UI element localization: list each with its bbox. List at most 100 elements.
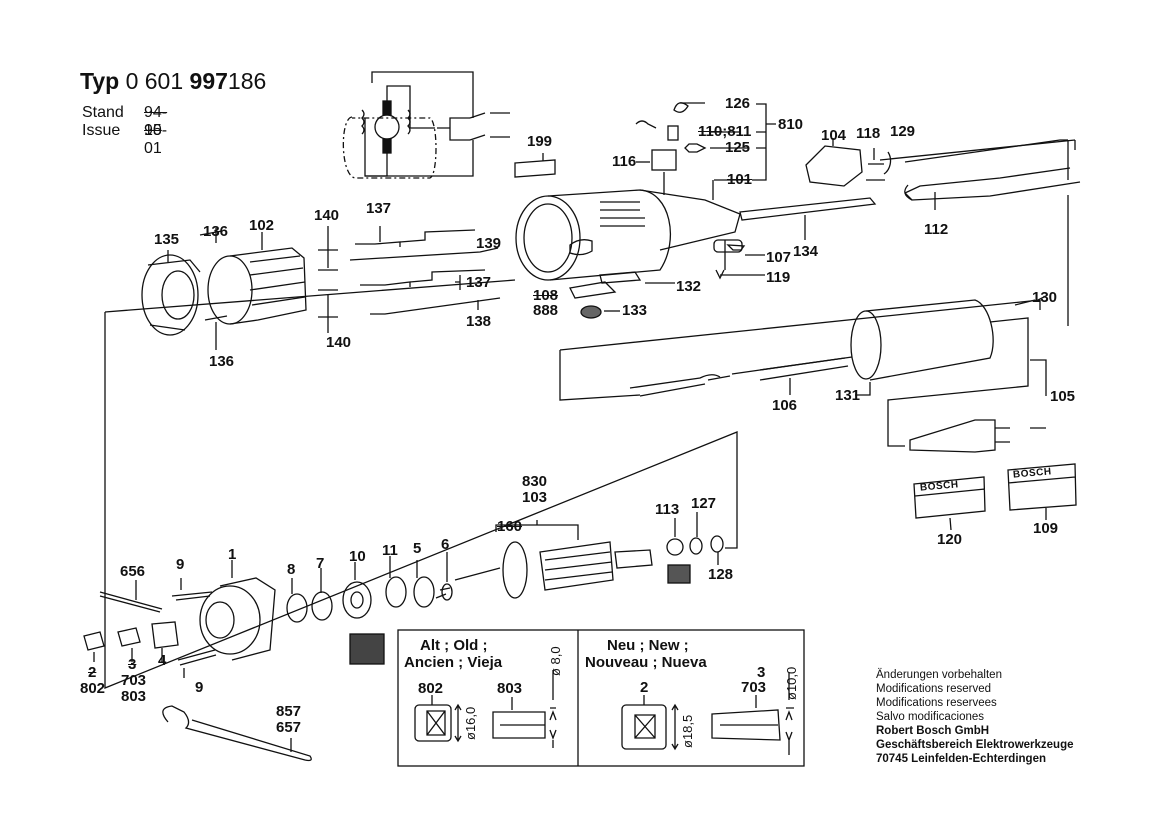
part-label-139[interactable]: 139 bbox=[476, 235, 502, 252]
part-label-857[interactable]: 857 bbox=[276, 703, 302, 720]
part-label-656[interactable]: 656 bbox=[120, 563, 146, 580]
part-label-803[interactable]: 803 bbox=[121, 688, 147, 705]
switch-rod-134 bbox=[739, 197, 877, 221]
issue-value: 95-01 bbox=[144, 122, 168, 157]
part-label-102[interactable]: 102 bbox=[249, 217, 275, 234]
bearing-10 bbox=[342, 581, 372, 619]
stand-label: Stand bbox=[82, 104, 124, 121]
nut-2 bbox=[83, 631, 105, 651]
part-label-101[interactable]: 101 bbox=[727, 171, 753, 188]
new-nut-diameter: ø18,5 bbox=[680, 714, 695, 748]
new-collet-part-1[interactable]: 3 bbox=[757, 664, 766, 681]
part-label-137-mid[interactable]: 137 bbox=[466, 274, 492, 291]
part-label-136-top[interactable]: 136 bbox=[203, 223, 229, 240]
part-label-160[interactable]: 160 bbox=[497, 518, 523, 535]
part-label-810[interactable]: 810 bbox=[778, 116, 804, 133]
part-133 bbox=[580, 305, 602, 319]
part-label-107[interactable]: 107 bbox=[766, 249, 792, 266]
label-plate-120 bbox=[913, 476, 986, 519]
part-label-126[interactable]: 126 bbox=[725, 95, 751, 112]
part-label-830[interactable]: 830 bbox=[522, 473, 548, 490]
part-label-120[interactable]: 120 bbox=[937, 531, 963, 548]
note-fr: Modifications reservees bbox=[876, 697, 997, 709]
new-collet-part-2[interactable]: 703 bbox=[741, 679, 767, 696]
collet-3 bbox=[117, 627, 141, 647]
company-name: Robert Bosch GmbH bbox=[876, 725, 990, 737]
part-label-131[interactable]: 131 bbox=[835, 387, 861, 404]
part-label-811: ;811 bbox=[722, 123, 752, 140]
part-label-888[interactable]: 888 bbox=[533, 302, 559, 319]
new-nut-part[interactable]: 2 bbox=[640, 679, 649, 696]
part-label-9-top[interactable]: 9 bbox=[176, 556, 185, 573]
company-address: 70745 Leinfelden-Echterdingen bbox=[876, 753, 1046, 765]
new-title-line1: Neu ; New ; bbox=[607, 637, 689, 654]
part-label-140-bottom[interactable]: 140 bbox=[326, 334, 352, 351]
part-label-2[interactable]: 2 bbox=[88, 664, 97, 681]
part-label-133[interactable]: 133 bbox=[622, 302, 648, 319]
part-label-5[interactable]: 5 bbox=[413, 540, 422, 557]
part-label-118[interactable]: 118 bbox=[856, 125, 881, 142]
part-label-140-top[interactable]: 140 bbox=[314, 207, 340, 224]
flange-1 bbox=[199, 577, 276, 661]
housing-cover-131 bbox=[850, 299, 994, 381]
part-label-10[interactable]: 10 bbox=[349, 548, 366, 565]
part-label-106[interactable]: 106 bbox=[772, 397, 798, 414]
part-label-802[interactable]: 802 bbox=[80, 680, 106, 697]
note-es: Salvo modificaciones bbox=[876, 711, 985, 723]
part-label-138[interactable]: 138 bbox=[466, 313, 492, 330]
part-label-127[interactable]: 127 bbox=[691, 495, 717, 512]
typ-label: Typ bbox=[80, 68, 120, 94]
typ-bold: 997 bbox=[189, 68, 228, 94]
old-collet-part[interactable]: 803 bbox=[497, 680, 523, 697]
part-label-109[interactable]: 109 bbox=[1033, 520, 1059, 537]
part-label-119[interactable]: 119 bbox=[766, 269, 791, 286]
ring-7 bbox=[311, 591, 333, 621]
part-label-3[interactable]: 3 bbox=[128, 656, 137, 673]
old-nut-part[interactable]: 802 bbox=[418, 680, 444, 697]
typ-suffix: 186 bbox=[227, 68, 267, 94]
part-label-135[interactable]: 135 bbox=[154, 231, 180, 248]
part-label-7[interactable]: 7 bbox=[316, 555, 325, 572]
motor-housing bbox=[515, 189, 741, 281]
ring-127 bbox=[689, 537, 703, 555]
part-label-9-bottom[interactable]: 9 bbox=[195, 679, 204, 696]
part-label-128[interactable]: 128 bbox=[708, 566, 734, 583]
issue-row: Issue 95-01 bbox=[82, 122, 167, 157]
part-label-11[interactable]: 11 bbox=[382, 542, 398, 559]
washer-11 bbox=[385, 576, 407, 608]
part-label-125[interactable]: 125 bbox=[725, 139, 751, 156]
part-label-129[interactable]: 129 bbox=[890, 123, 916, 140]
part-label-199[interactable]: 199 bbox=[527, 133, 553, 150]
part-label-112[interactable]: 112 bbox=[924, 221, 949, 238]
part-label-130[interactable]: 130 bbox=[1032, 289, 1058, 306]
new-collet-diameter: ø10,0 bbox=[784, 666, 799, 700]
power-cord-105 bbox=[887, 317, 1029, 447]
part-label-6[interactable]: 6 bbox=[441, 536, 450, 553]
part-label-134[interactable]: 134 bbox=[793, 243, 819, 260]
part-label-1[interactable]: 1 bbox=[228, 546, 237, 563]
bearing-package-icon bbox=[349, 633, 385, 665]
part-label-136-bottom[interactable]: 136 bbox=[209, 353, 235, 370]
bearing-package-icon bbox=[667, 564, 691, 584]
wrench-657 bbox=[162, 705, 312, 762]
bearing-113 bbox=[666, 538, 684, 556]
part-label-103[interactable]: 103 bbox=[522, 489, 548, 506]
part-label-4[interactable]: 4 bbox=[158, 652, 167, 669]
armature-103 bbox=[454, 541, 653, 599]
part-label-104[interactable]: 104 bbox=[821, 127, 847, 144]
part-label-116[interactable]: 116 bbox=[612, 153, 637, 170]
part-label-657[interactable]: 657 bbox=[276, 719, 302, 736]
part-label-108[interactable]: 108 bbox=[533, 287, 559, 304]
part-label-110-811[interactable]: 110;811 bbox=[698, 124, 751, 140]
part-label-703[interactable]: 703 bbox=[121, 672, 147, 689]
part-label-132[interactable]: 132 bbox=[676, 278, 702, 295]
part-label-8[interactable]: 8 bbox=[287, 561, 296, 578]
part-label-113[interactable]: 113 bbox=[655, 501, 680, 518]
note-en: Modifications reserved bbox=[876, 683, 992, 695]
old-title-line2: Ancien ; Vieja bbox=[404, 654, 503, 671]
carbon-brush bbox=[667, 125, 679, 141]
part-label-105[interactable]: 105 bbox=[1050, 388, 1076, 405]
part-label-137-top[interactable]: 137 bbox=[366, 200, 392, 217]
part-label-110-struck: 110 bbox=[698, 123, 723, 140]
old-title-line1: Alt ; Old ; bbox=[420, 637, 488, 654]
